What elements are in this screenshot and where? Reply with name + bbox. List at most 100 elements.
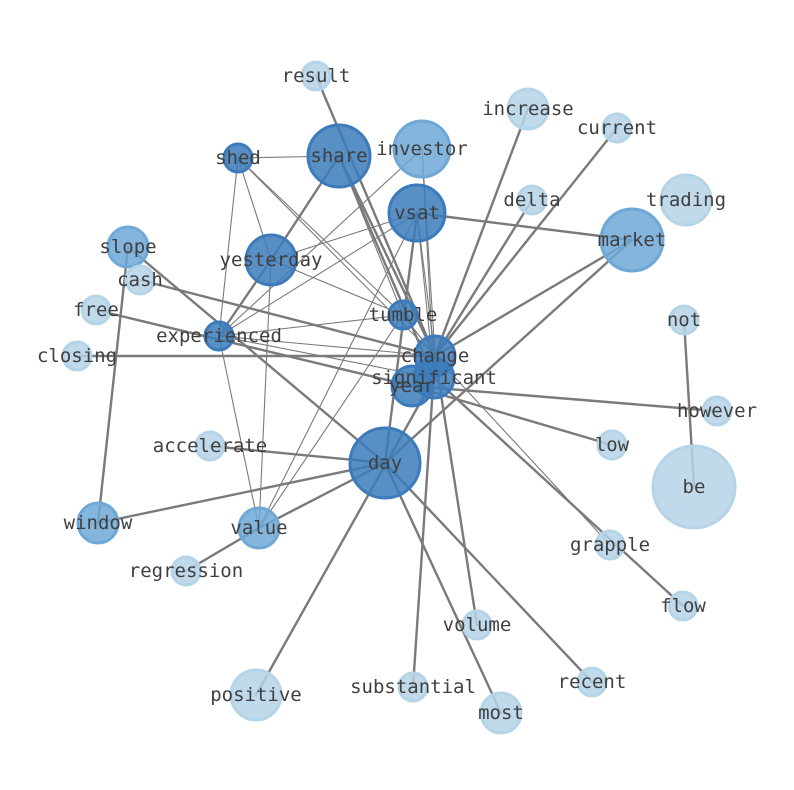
node-label-significant: significant <box>371 367 497 389</box>
node-label-cash: cash <box>117 269 163 291</box>
node-delta <box>516 184 548 216</box>
node-label-value: value <box>230 517 287 539</box>
node-result <box>300 60 332 92</box>
node-current <box>601 112 633 144</box>
node-window <box>76 501 120 545</box>
edge-increase-change <box>433 107 530 358</box>
node-low <box>596 429 628 461</box>
edge-experienced-change <box>218 335 436 357</box>
edge-tumble-value <box>258 314 404 529</box>
node-label-not: not <box>667 309 701 331</box>
node-label-change: change <box>401 345 470 367</box>
node-label-day: day <box>368 452 402 474</box>
node-label-window: window <box>64 512 133 534</box>
nodes-layer <box>61 60 737 735</box>
edge-current-change <box>433 126 619 358</box>
node-closing <box>61 340 93 372</box>
edge-experienced-value <box>218 335 260 529</box>
edge-share-change <box>337 154 437 358</box>
node-increase <box>506 87 550 131</box>
edge-vsat-value <box>258 212 418 529</box>
edge-yesterday-value <box>258 259 272 529</box>
node-label-year: year <box>389 375 435 397</box>
node-shed <box>222 142 254 174</box>
node-label-investor: investor <box>376 138 468 160</box>
edge-vsat-market <box>415 211 634 242</box>
node-flow <box>667 590 699 622</box>
edge-vsat-experienced <box>218 212 418 337</box>
node-day <box>348 426 422 500</box>
node-label-yesterday: yesterday <box>220 249 323 271</box>
node-label-increase: increase <box>482 98 574 120</box>
edge-investor-experienced <box>218 148 423 337</box>
node-be <box>651 444 737 530</box>
node-value <box>237 506 281 550</box>
edge-shed-tumble <box>237 157 404 316</box>
edge-change-substantial <box>411 354 437 689</box>
edge-day-most <box>383 461 503 715</box>
node-label-current: current <box>577 117 657 139</box>
node-label-positive: positive <box>210 684 302 706</box>
node-label-trading: trading <box>646 189 726 211</box>
node-not <box>668 304 700 336</box>
node-label-result: result <box>282 65 351 87</box>
node-vsat <box>387 183 447 243</box>
node-label-most: most <box>478 702 524 724</box>
node-label-flow: flow <box>660 595 706 617</box>
node-experienced <box>203 320 235 352</box>
node-cash <box>124 264 156 296</box>
node-label-delta: delta <box>503 189 560 211</box>
edge-cash-change <box>138 278 437 358</box>
node-label-grapple: grapple <box>570 534 650 556</box>
node-label-market: market <box>598 229 667 251</box>
edge-positive-significant <box>254 376 436 697</box>
node-label-volume: volume <box>443 614 512 636</box>
node-recent <box>576 666 608 698</box>
node-most <box>479 691 523 735</box>
edge-slope-window <box>96 245 130 525</box>
edge-free-year <box>94 308 414 388</box>
edge-day-window <box>96 461 387 525</box>
node-label-shed: shed <box>215 147 261 169</box>
edges-layer <box>75 74 719 715</box>
node-label-be: be <box>683 476 706 498</box>
node-slope <box>106 225 150 269</box>
node-trading <box>659 173 713 227</box>
edge-market-change <box>433 238 634 358</box>
edge-experienced-tumble <box>218 314 404 337</box>
edge-vsat-day <box>383 211 419 465</box>
node-regression <box>170 555 202 587</box>
node-label-regression: regression <box>129 560 243 582</box>
node-volume <box>461 609 493 641</box>
node-label-share: share <box>310 145 367 167</box>
node-label-recent: recent <box>558 671 627 693</box>
edge-shed-experienced <box>218 157 239 337</box>
node-label-slope: slope <box>99 236 156 258</box>
node-label-free: free <box>73 299 119 321</box>
node-share <box>306 123 372 189</box>
node-label-experienced: experienced <box>156 325 282 347</box>
edge-market-day <box>383 238 634 465</box>
node-label-vsat: vsat <box>394 202 440 224</box>
node-yesterday <box>244 233 298 287</box>
node-however <box>701 395 733 427</box>
edge-year-however <box>410 384 719 413</box>
node-year <box>390 364 434 408</box>
node-free <box>80 294 112 326</box>
node-accelerate <box>194 430 226 462</box>
node-tumble <box>387 299 419 331</box>
edge-significant-flow <box>432 376 685 608</box>
node-label-closing: closing <box>37 345 117 367</box>
node-substantial <box>397 671 429 703</box>
edge-share-significant <box>337 154 436 380</box>
node-grapple <box>594 529 626 561</box>
edge-day-recent <box>383 461 594 684</box>
node-investor <box>392 119 452 179</box>
node-positive <box>229 668 283 722</box>
node-label-substantial: substantial <box>350 676 476 698</box>
node-label-low: low <box>595 434 630 456</box>
node-label-accelerate: accelerate <box>153 435 267 457</box>
node-label-tumble: tumble <box>369 304 438 326</box>
